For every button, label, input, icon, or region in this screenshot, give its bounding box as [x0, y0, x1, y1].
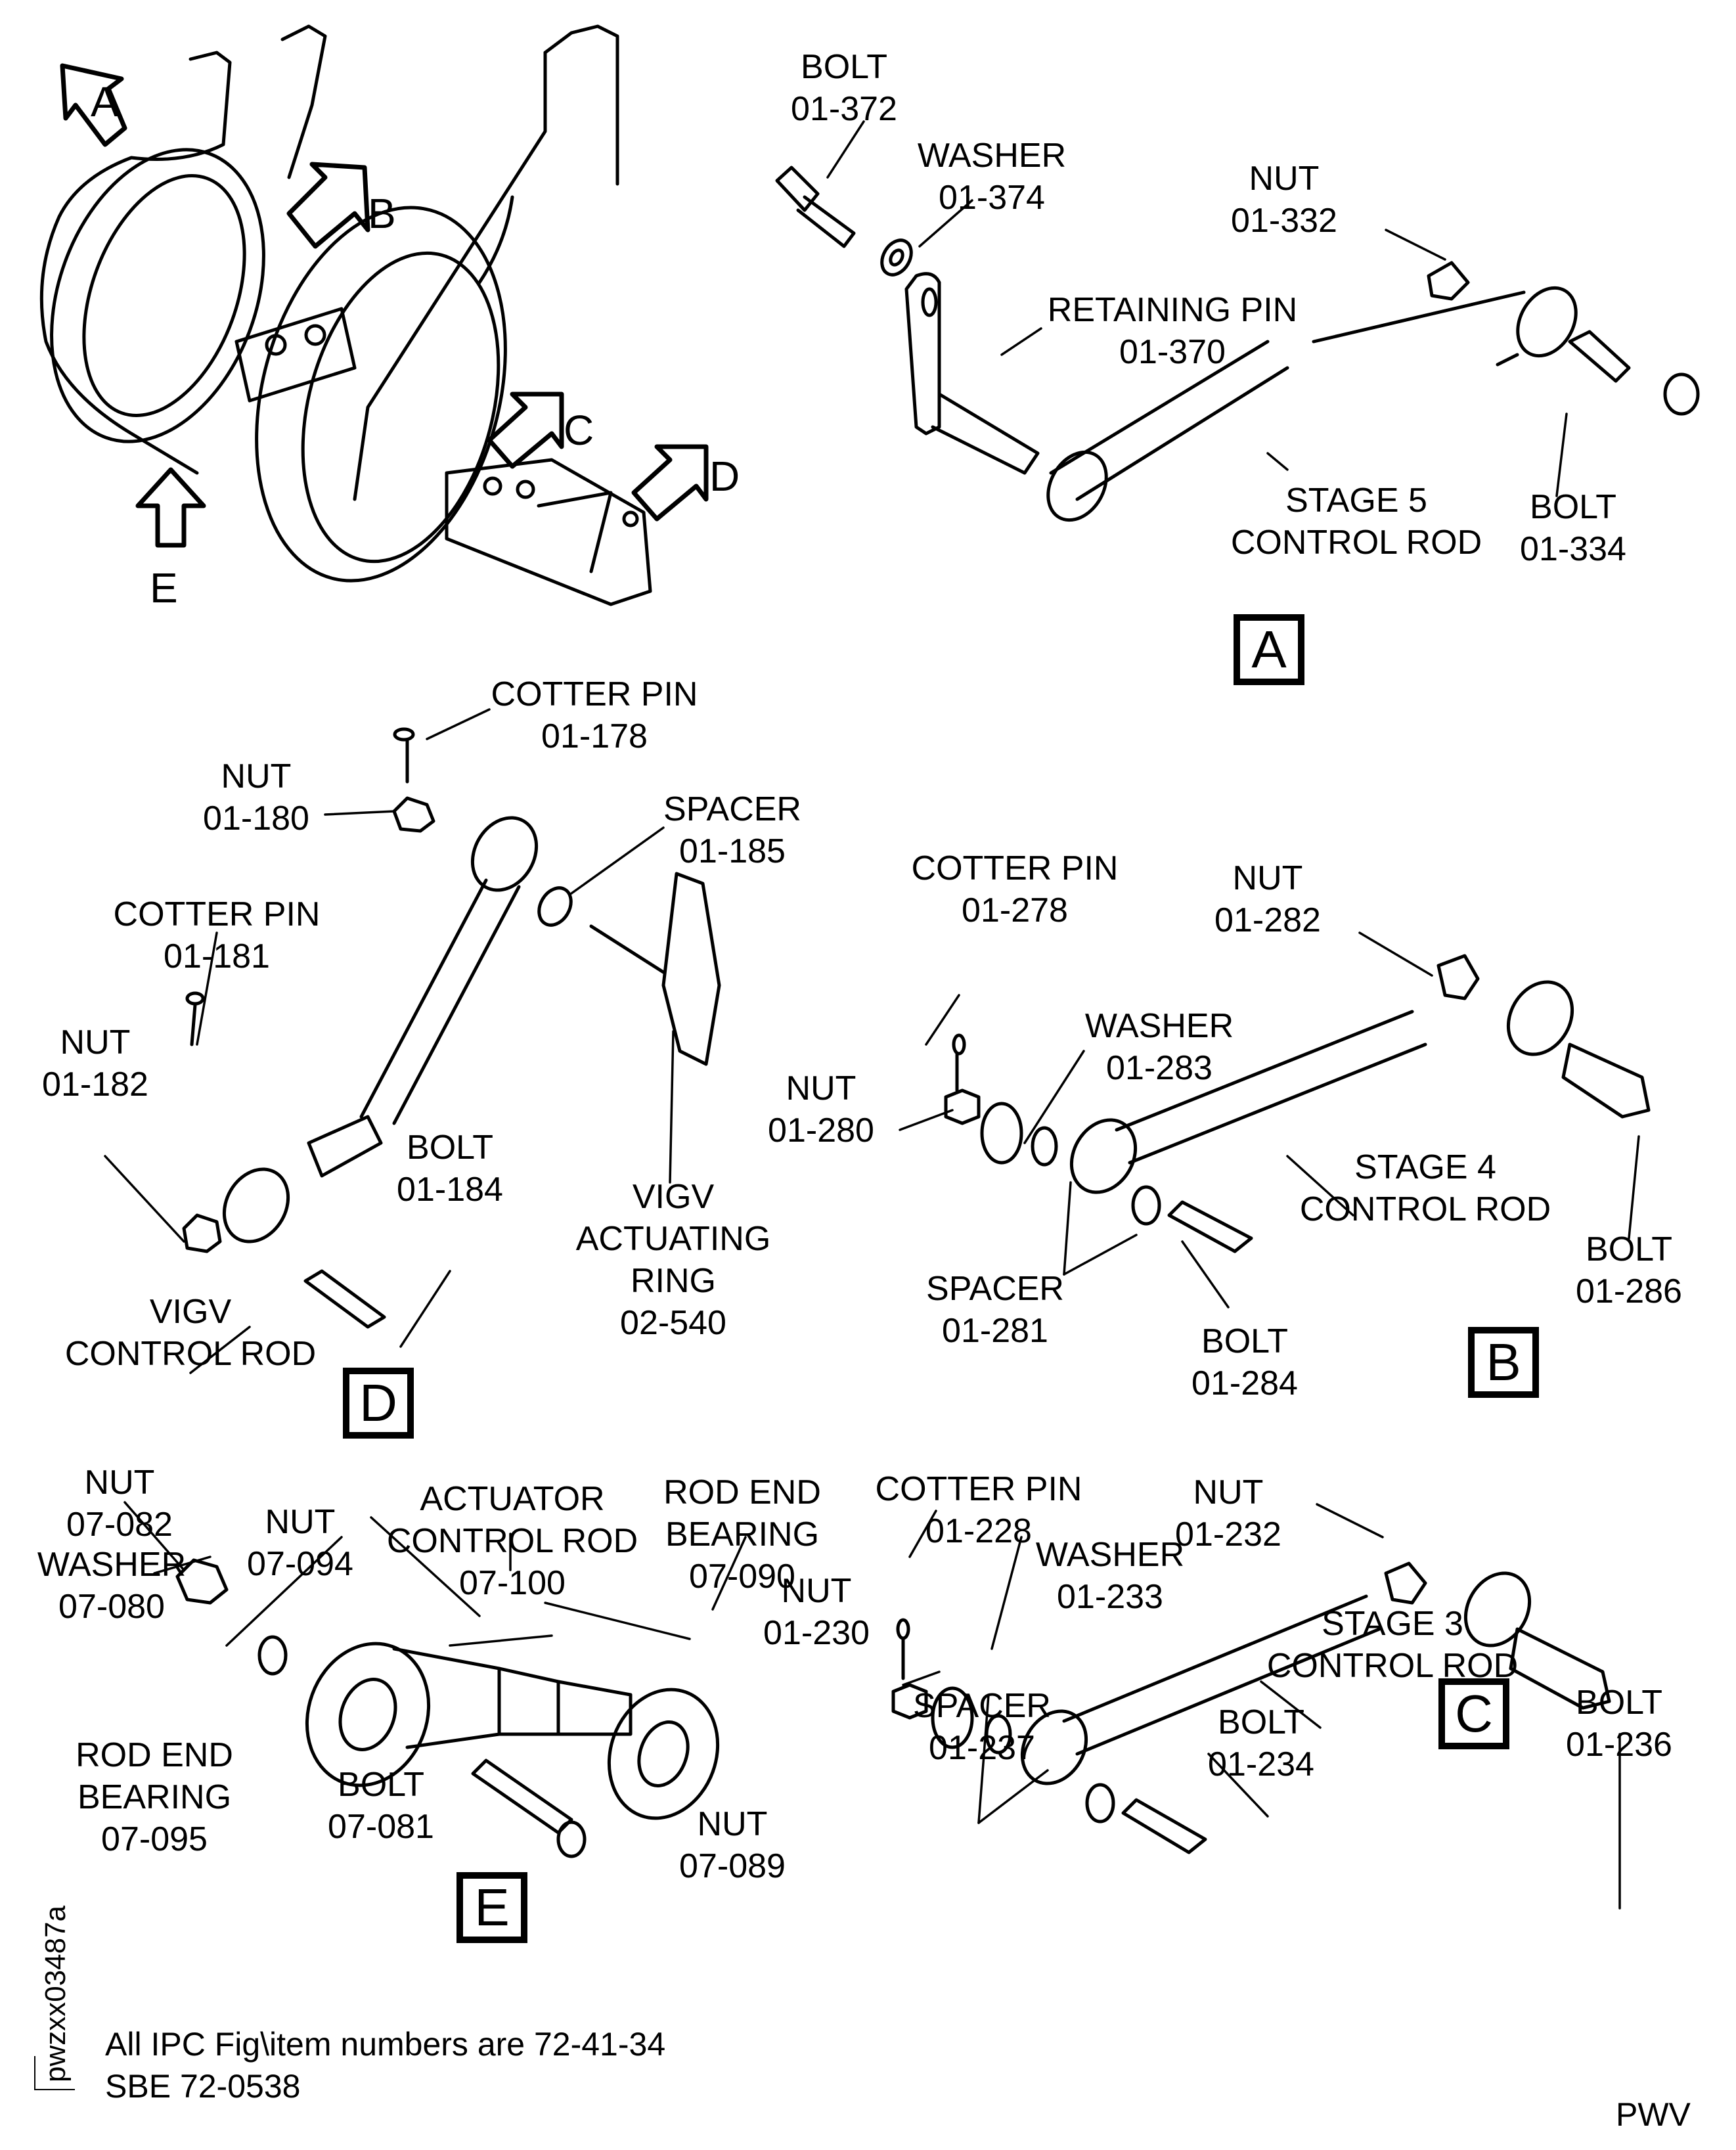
callout-washer-07-080: WASHER 07-080 [37, 1546, 187, 1626]
view-arrow-e [135, 467, 206, 548]
ipc-note-line2: SBE 72-0538 [105, 2068, 301, 2105]
callout-nut-01-280: NUT 01-280 [768, 1069, 874, 1150]
view-arrow-c [487, 392, 564, 469]
overview-letter-c: C [564, 407, 594, 454]
view-label-e: E [456, 1872, 527, 1943]
callout-cotter-pin-01-278: COTTER PIN 01-278 [911, 849, 1119, 929]
callout-bolt-01-284: BOLT 01-284 [1191, 1322, 1298, 1402]
view-a-parts [775, 166, 1700, 522]
drawing-code: pwzxx03487a [39, 1905, 72, 2082]
view-e-parts [175, 1558, 720, 1858]
leader-lines [104, 120, 1640, 1910]
overview-letter-d: D [709, 453, 740, 500]
view-b-parts [944, 954, 1651, 1253]
callout-bolt-01-334: BOLT 01-334 [1520, 488, 1626, 568]
callout-nut-07-089: NUT 07-089 [679, 1805, 786, 1885]
callout-bolt-01-372: BOLT 01-372 [791, 48, 897, 128]
view-arrow-a [60, 63, 127, 147]
callout-cotter-pin-01-178: COTTER PIN 01-178 [491, 675, 698, 755]
callout-retaining-pin-01-370: RETAINING PIN 01-370 [1047, 291, 1298, 371]
view-label-d: D [343, 1368, 414, 1439]
overview-assembly [39, 24, 709, 606]
callout-vigv-control-rod: VIGV CONTROL ROD [64, 1293, 317, 1373]
callout-spacer-01-237: SPACER 01-237 [913, 1687, 1051, 1767]
callout-nut-01-182: NUT 01-182 [42, 1023, 148, 1104]
callout-bolt-07-081: BOLT 07-081 [328, 1766, 434, 1846]
callout-nut-07-082: NUT 07-082 [66, 1464, 173, 1544]
callout-bolt-01-234: BOLT 01-234 [1208, 1703, 1314, 1783]
ipc-note-line1: All IPC Fig\item numbers are 72-41-34 [105, 2026, 666, 2063]
callout-bolt-01-286: BOLT 01-286 [1576, 1230, 1682, 1310]
callout-stage4-control-rod: STAGE 4 CONTROL ROD [1299, 1148, 1551, 1228]
callout-bolt-01-184: BOLT 01-184 [397, 1129, 503, 1209]
callout-actuator-control-rod-07-100: ACTUATOR CONTROL ROD 07-100 [386, 1480, 638, 1602]
callout-stage5-control-rod: STAGE 5 CONTROL ROD [1230, 482, 1482, 562]
callout-washer-01-283: WASHER 01-283 [1084, 1007, 1234, 1087]
callout-rod-end-bearing-07-095: ROD END BEARING 07-095 [76, 1736, 233, 1858]
source-mark: PWV [1616, 2096, 1691, 2133]
callout-spacer-01-185: SPACER 01-185 [663, 790, 801, 870]
overview-letter-b: B [368, 190, 396, 237]
callout-vigv-actuating-ring-02-540: VIGV ACTUATING RING 02-540 [575, 1178, 771, 1342]
callout-spacer-01-281: SPACER 01-281 [926, 1270, 1064, 1350]
callout-nut-07-094: NUT 07-094 [247, 1503, 353, 1583]
callout-rod-end-bearing-07-090: ROD END BEARING 07-090 [663, 1473, 821, 1596]
callout-nut-01-180: NUT 01-180 [203, 757, 309, 838]
view-label-b: B [1468, 1327, 1539, 1398]
overview-letter-e: E [150, 564, 178, 612]
callout-nut-01-232: NUT 01-232 [1175, 1473, 1281, 1554]
callout-nut-01-332: NUT 01-332 [1231, 160, 1337, 240]
view-label-a: A [1234, 614, 1304, 685]
callout-nut-01-282: NUT 01-282 [1214, 859, 1321, 939]
callout-washer-01-374: WASHER 01-374 [917, 137, 1067, 217]
callout-stage3-control-rod: STAGE 3 CONTROL ROD [1266, 1605, 1519, 1685]
view-arrow-d [631, 444, 709, 522]
ipc-note: All IPC Fig\item numbers are 72-41-34 SB… [105, 2023, 665, 2107]
drawing-code-bracket [34, 2056, 75, 2090]
callout-nut-01-230: NUT 01-230 [763, 1572, 870, 1652]
view-arrow-b [286, 162, 370, 249]
view-label-c: C [1438, 1678, 1509, 1749]
view-c-parts [891, 1561, 1611, 1854]
view-d-parts [182, 727, 721, 1329]
callout-bolt-01-236: BOLT 01-236 [1566, 1684, 1672, 1764]
callout-cotter-pin-01-181: COTTER PIN 01-181 [113, 895, 321, 975]
overview-letter-a: A [91, 78, 119, 125]
callout-washer-01-233: WASHER 01-233 [1035, 1536, 1185, 1616]
callout-cotter-pin-01-228: COTTER PIN 01-228 [875, 1470, 1082, 1550]
